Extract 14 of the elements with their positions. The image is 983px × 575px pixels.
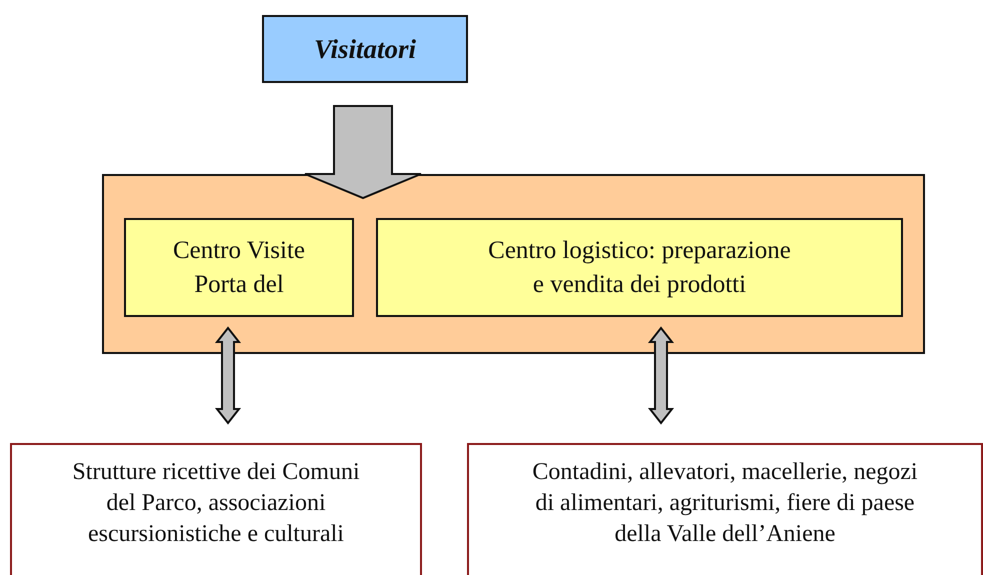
block-arrow [304, 105, 422, 200]
process-box [376, 218, 903, 317]
group-panel [102, 174, 925, 354]
stakeholder-box [10, 443, 422, 575]
stakeholder-box [467, 443, 983, 575]
block-arrow [648, 326, 674, 425]
node-label: Strutture ricettive dei Comuni del Parco, associazioni escursionistiche e culturali [71, 458, 361, 549]
node-label: Contadini, allevatori, macellerie, negozi di alimentari, agriturismi, fiere di paese della Valle dell’Aniene [531, 458, 919, 549]
node-label: Centro Visite Porta del [172, 236, 306, 300]
process-box [124, 218, 354, 317]
block-arrow [214, 326, 242, 425]
node-label: Centro logistico: preparazione e vendita dei prodotti [487, 236, 792, 300]
node-label: Visitatori [314, 33, 416, 66]
actor-box [262, 15, 468, 83]
